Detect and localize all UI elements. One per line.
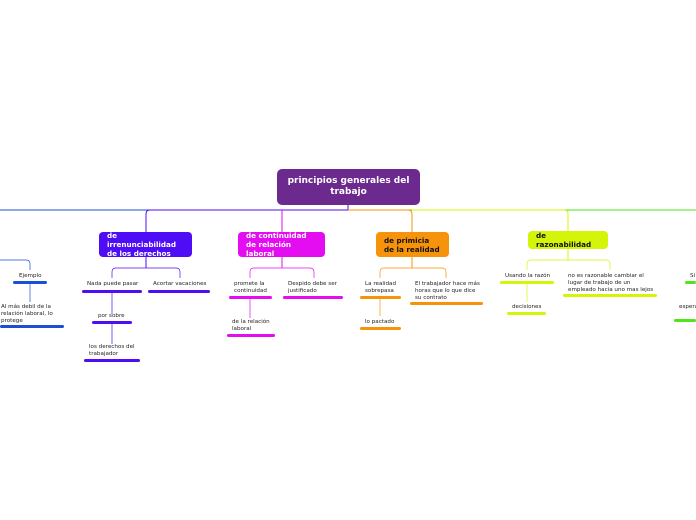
leaf-underline (13, 281, 47, 284)
leaf-underline (685, 281, 696, 284)
leaf-underline (360, 296, 401, 299)
branch-irrenunciabilidad[interactable]: de irrenunciabilidad de los derechos (99, 231, 192, 258)
leaf-nada-puede-pasar[interactable]: Nada puede pasar (87, 281, 139, 287)
leaf-underline (82, 290, 142, 293)
trunk-purple (145, 205, 349, 232)
leaf-underline (360, 327, 401, 330)
leaf-underline (500, 281, 554, 284)
root-node[interactable]: principios generales del trabajo (277, 169, 420, 205)
leaf-acortar-vacaciones[interactable]: Acortar vacaciones (153, 281, 207, 287)
leaf-trabajador-horas[interactable]: El trabajador hace más horas que lo que … (415, 281, 480, 301)
trunk-yellow (412, 209, 569, 232)
leaf-promete-continuidad[interactable]: promete la continuidad (234, 281, 267, 294)
leaf-realidad-sobrepasa[interactable]: La realidad sobrepasa (365, 281, 397, 294)
leaf-usando-razon[interactable]: Usando la razón (505, 273, 551, 279)
leaf-underline (507, 312, 546, 315)
leaf-espera-partial[interactable]: espera del otr (679, 304, 696, 310)
branch-razonabilidad[interactable]: de razonabilidad (528, 231, 608, 249)
leaf-underline (410, 302, 483, 305)
root-label: principios generales del trabajo (287, 176, 410, 197)
leaf-no-es-razonable[interactable]: no es razonable cambiar el lugar de trab… (568, 273, 654, 293)
leaf-lo-pactado[interactable]: lo pactado (365, 319, 395, 325)
leaf-si-partial[interactable]: Si (690, 273, 696, 279)
branch-primicia-realidad[interactable]: de primicia de la realidad (376, 232, 449, 257)
leaf-relacion-laboral[interactable]: de la relación laboral (232, 319, 270, 332)
branch-label: de continuidad de relación laboral (246, 231, 307, 258)
leaf-underline (0, 325, 64, 328)
leaf-derechos-trabajador[interactable]: los derechos del trabajador (89, 344, 135, 357)
leaf-underline (92, 321, 132, 324)
branch-label: de primicia de la realidad (384, 235, 440, 254)
leaf-despido-justificado[interactable]: Despido debe ser justificado (288, 281, 337, 294)
leaf-ejemplo[interactable]: Ejemplo (19, 273, 42, 279)
leaf-underline (148, 290, 210, 293)
leaf-por-sobre[interactable]: por sobre (98, 313, 125, 319)
branch-label: de irrenunciabilidad de los derechos (107, 231, 177, 258)
leaf-underline (229, 296, 272, 299)
branch-continuidad[interactable]: de continuidad de relación laboral (238, 231, 325, 258)
leaf-underline (84, 359, 140, 362)
leaf-mas-debil[interactable]: Al más debil de la relación laboral, lo … (1, 304, 53, 324)
leaf-underline (283, 296, 343, 299)
leaf-underline (674, 319, 696, 322)
trunk-orange (348, 209, 413, 232)
leaf-underline (563, 294, 657, 297)
leaf-underline (227, 334, 275, 337)
leaf-decisiones[interactable]: decisiones (512, 304, 542, 310)
branch-label: de razonabilidad (536, 231, 592, 249)
